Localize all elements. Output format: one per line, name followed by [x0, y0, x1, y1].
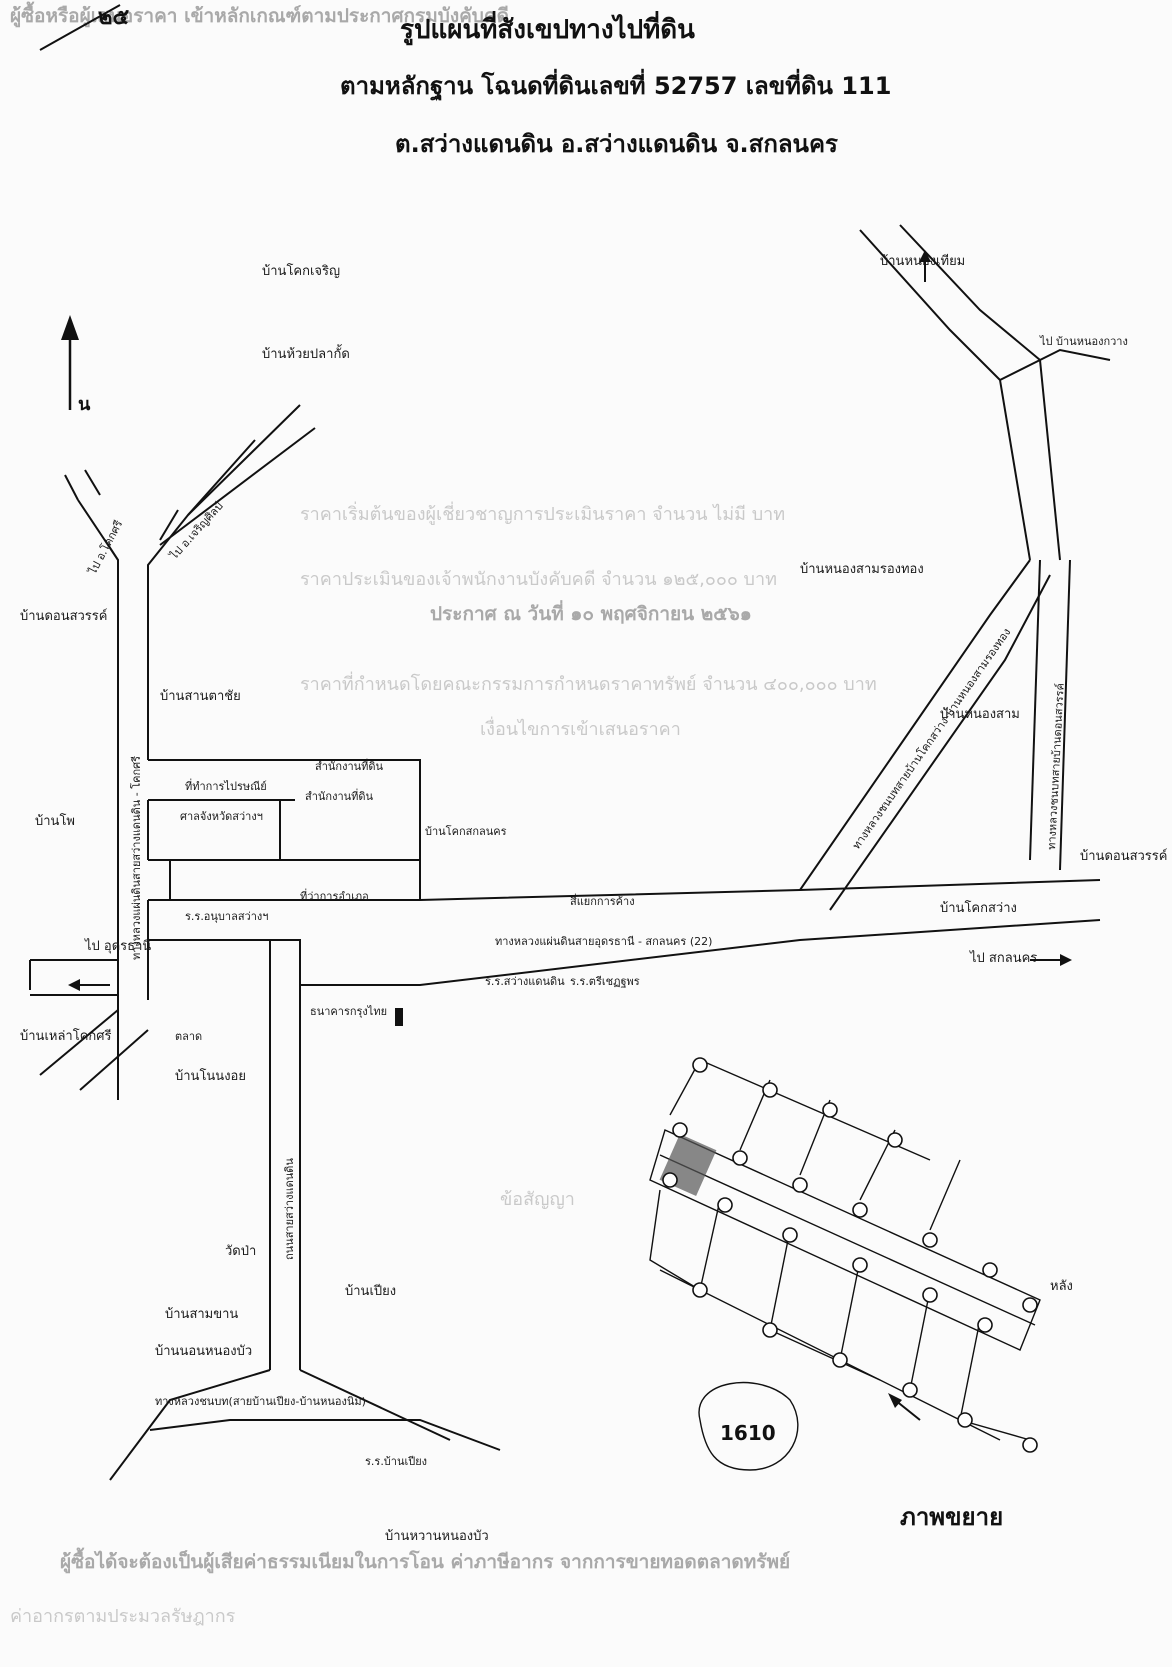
- watermark-layer: ผู้ซื้อหรือผู้เสนอราคา เข้าหลักเกณฑ์ตามป…: [10, 1, 877, 1627]
- label-ban-don-sawan: บ้านดอนสวรรค์: [20, 608, 107, 624]
- label-school-ban-phiang: ร.ร.บ้านเปียง: [365, 1455, 427, 1468]
- label-pai-udon: ไป อุดรธานี: [84, 938, 151, 954]
- label-school-b: ร.ร.ตรีเชฏฐพร: [570, 975, 640, 988]
- map-title: รูปแผนที่สังเขปทางไปที่ดิน ตามหลักฐาน โฉ…: [340, 10, 891, 158]
- title-line-2: ตามหลักฐาน โฉนดที่ดินเลขที่ 52757 เลขที่…: [340, 68, 891, 102]
- title-line-1: รูปแผนที่สังเขปทางไปที่ดิน: [400, 10, 695, 46]
- label-ban-nong-sam: บ้านหนองสาม: [940, 707, 1020, 722]
- label-ban-khok-sawang: บ้านโคกสว่าง: [940, 900, 1017, 916]
- label-ban-kok-charoen: บ้านโคกเจริญ: [262, 263, 340, 279]
- label-ban-non-ngoi: บ้านโนนงอย: [175, 1068, 246, 1084]
- title-line-3: ต.สว่างแดนดิน อ.สว่างแดนดิน จ.สกลนคร: [395, 130, 838, 158]
- label-ban-huai-pla-kot: บ้านห้วยปลากั้ด: [262, 344, 350, 362]
- label-post-office: ที่ทำการไปรษณีย์: [185, 778, 267, 793]
- label-school-a: ร.ร.สว่างแดนดิน: [485, 975, 565, 988]
- inset-lot-label: หลัง: [1050, 1279, 1073, 1294]
- label-court: ศาลจังหวัดสว่างฯ: [180, 810, 263, 823]
- label-pai-ban-nong-kwang: ไป บ้านหนองกวาง: [1039, 335, 1128, 348]
- label-road-vertical-left: ทางหลวงแผ่นดินสายสว่างแดนดิน - โคกศรี: [129, 756, 143, 960]
- watermark-line-1: ผู้ซื้อหรือผู้เสนอราคา เข้าหลักเกณฑ์ตามป…: [10, 1, 509, 28]
- label-ban-non-nong-bua: บ้านนอนหนองบัว: [155, 1344, 252, 1359]
- direction-arrows: [68, 250, 1072, 991]
- label-pai-sakon: ไป สกลนคร: [969, 950, 1037, 966]
- label-wat-pa: วัดป่า: [225, 1244, 256, 1259]
- north-arrow-icon: น: [61, 315, 91, 415]
- label-ban-khok-sakhon: บ้านโคกสกลนคร: [425, 824, 507, 838]
- label-land-office: สำนักงานที่ดิน: [305, 788, 374, 803]
- watermark-line-6: เงื่อนไขการเข้าเสนอราคา: [480, 716, 681, 740]
- label-ban-nong-sam-rong: บ้านหนองสามรองทอง: [800, 562, 924, 577]
- inset-parcel-number: 1610: [720, 1421, 776, 1445]
- inset-parcel-map: 1610 ภาพขยาย หลัง: [649, 1057, 1073, 1531]
- corner-mark: ๒๕: [98, 5, 130, 30]
- label-district-office: สำนักงานที่ดิน: [315, 758, 384, 773]
- watermark-line-9: ค่าอากรตามประมวลรัษฎากร: [10, 1606, 236, 1627]
- corner-stroke: [39, 4, 121, 51]
- label-ban-phiang: บ้านเปียง: [345, 1283, 396, 1299]
- watermark-line-3: ราคาประเมินของเจ้าพนักงานบังคับคดี จำนวน…: [300, 569, 777, 590]
- north-label: น: [78, 394, 91, 415]
- label-highway: ทางหลวงแผ่นดินสายอุดรธานี - สกลนคร (22): [495, 935, 712, 948]
- road-network: [29, 224, 1111, 1481]
- label-pai-kho-kho-si: ไป อ.โคกศรี: [85, 518, 126, 578]
- watermark-line-4: ราคาที่กำหนดโดยคณะกรรมการกำหนดราคาทรัพย์…: [300, 671, 877, 695]
- label-ban-san-ta-chai: บ้านสานตาชัย: [160, 689, 241, 704]
- watermark-line-7: ข้อสัญญา: [500, 1189, 575, 1210]
- label-ban-lao-khok-si: บ้านเหล่าโคกศรี: [20, 1028, 112, 1044]
- label-road-vertical-mid: ถนนสายสว่างแดนดิน: [283, 1158, 296, 1260]
- label-bank: ธนาคารกรุงไทย: [310, 1005, 387, 1018]
- place-labels: บ้านโคกเจริญ บ้านห้วยปลากั้ด ไป อ.โคกศรี…: [20, 253, 1167, 1544]
- inset-caption: ภาพขยาย: [900, 1503, 1003, 1531]
- label-rural-road: ทางหลวงชนบท(สายบ้านเปียง-บ้านหนองนิ่ม): [155, 1393, 366, 1408]
- landmark-marker: [395, 1008, 403, 1026]
- label-ban-hwan-nong-bua: บ้านหวานหนองบัว: [385, 1529, 489, 1544]
- label-road-diag: ทางหลวงชนบทสายบ้านโคกสว่าง-บ้านหนองสามรอ…: [849, 625, 1013, 851]
- watermark-line-2: ราคาเริ่มต้นของผู้เชี่ยวชาญการประเมินราค…: [300, 501, 785, 525]
- watermark-line-5: ประกาศ ณ วันที่ ๑๐ พฤศจิกายน ๒๕๖๑: [430, 600, 752, 625]
- label-ban-sam-khan: บ้านสามขาน: [165, 1307, 238, 1322]
- label-ban-pho: บ้านโพ: [35, 813, 75, 829]
- label-town-hall: ที่ว่าการอำเภอ: [300, 888, 369, 903]
- label-crossroad: สี่แยกการค้าง: [570, 893, 635, 908]
- label-ban-don-sawan-east: บ้านดอนสวรรค์: [1080, 848, 1167, 864]
- label-school-main: ร.ร.อนุบาลสว่างฯ: [185, 910, 268, 923]
- watermark-line-8: ผู้ซื้อได้จะต้องเป็นผู้เสียค่าธรรมเนียมใ…: [60, 1547, 790, 1574]
- label-market: ตลาด: [175, 1030, 202, 1043]
